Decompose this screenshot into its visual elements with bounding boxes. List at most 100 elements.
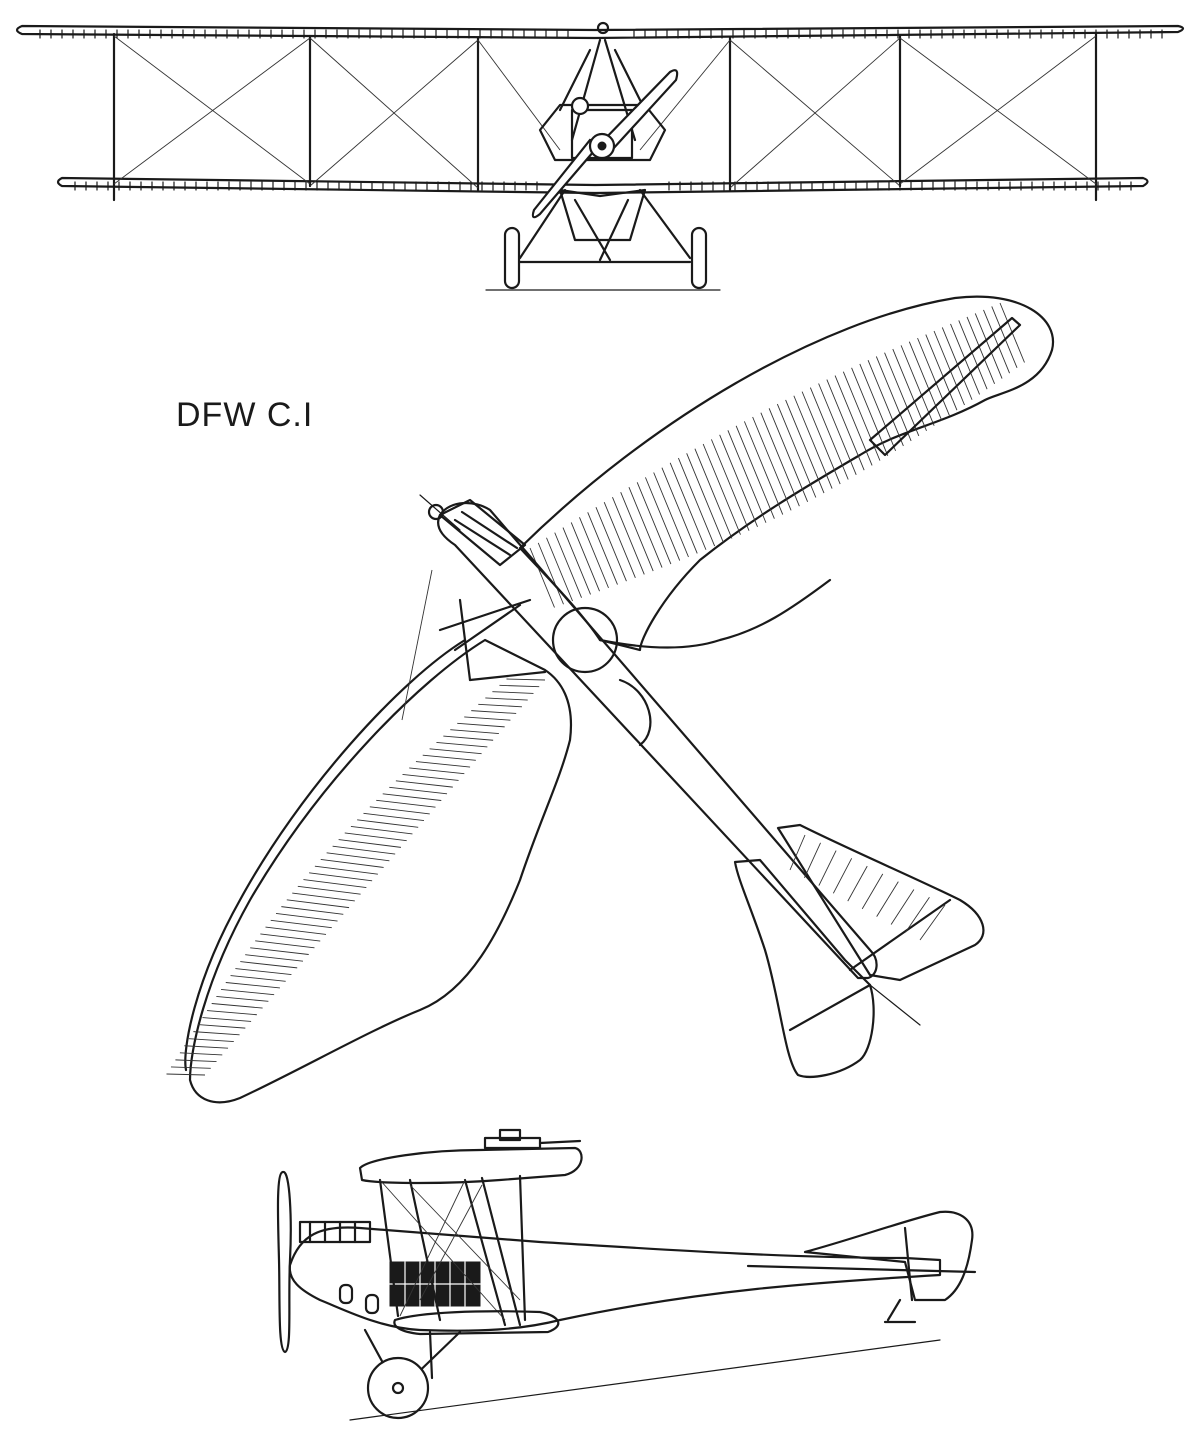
side-bracing-wires <box>379 1179 521 1321</box>
wing-rib <box>727 430 767 523</box>
wing-rib <box>793 395 833 489</box>
front-lower-wing <box>56 176 1149 195</box>
wing-rib <box>529 547 555 608</box>
front-struts <box>112 32 1098 202</box>
wing-rib <box>320 859 384 868</box>
wing-rib <box>436 741 488 748</box>
wing-rib <box>735 425 775 519</box>
front-propeller <box>531 69 679 219</box>
front-exhaust <box>570 96 590 116</box>
plan-rudder <box>869 984 921 1026</box>
side-wheel-hub <box>391 1381 405 1395</box>
plan-elevator-hinge <box>848 898 952 972</box>
wing-rib <box>350 825 413 835</box>
tail-rib <box>804 842 821 878</box>
wing-rib <box>686 453 724 543</box>
side-machine-gun <box>483 1128 582 1150</box>
wing-rib <box>270 919 332 929</box>
wing-rib <box>991 306 1018 369</box>
wing-rib <box>917 337 950 416</box>
tail-rib <box>876 881 899 917</box>
side-wheel <box>366 1356 430 1420</box>
wing-rib <box>768 408 809 503</box>
wing-rib <box>628 487 663 568</box>
front-gravity-tank <box>596 21 610 35</box>
tail-rib <box>847 865 868 902</box>
side-port-1 <box>338 1283 354 1305</box>
side-view <box>276 1128 977 1421</box>
wing-rib <box>678 457 716 547</box>
wing-rib <box>669 462 707 550</box>
wing-rib <box>245 954 304 962</box>
wing-rib <box>645 477 681 561</box>
wing-rib <box>193 1031 240 1036</box>
wing-rib <box>457 722 505 728</box>
wing-rib <box>966 316 995 385</box>
wing-rib <box>974 313 1003 379</box>
wing-rib <box>537 542 564 605</box>
wing-rib <box>265 926 327 935</box>
wing-rib <box>620 492 654 572</box>
wing-rib <box>184 1045 229 1049</box>
plan-propeller-hub <box>427 503 445 521</box>
plan-upper-left-wing <box>188 638 573 1104</box>
wing-rib <box>485 697 528 701</box>
wing-rib <box>562 527 591 595</box>
wing-rib <box>216 996 269 1002</box>
wing-rib <box>818 383 857 476</box>
plan-engine <box>438 498 527 567</box>
front-right-wheel <box>690 226 708 290</box>
front-bracing-wires <box>113 35 1097 189</box>
side-port-2 <box>364 1293 380 1315</box>
wing-rib <box>220 989 275 996</box>
plan-fuselage <box>437 502 878 980</box>
wing-rib <box>925 334 958 411</box>
wing-rib <box>653 472 689 558</box>
plan-left-wing-ribs <box>166 678 546 1076</box>
wing-rib <box>389 786 448 795</box>
front-upper-wing <box>15 24 1185 40</box>
wing-rib <box>382 793 442 801</box>
wing-rib <box>809 387 849 480</box>
plan-lower-left-wing <box>184 638 467 1072</box>
wing-rib <box>292 892 355 902</box>
wing-rib <box>851 367 889 456</box>
wing-rib <box>743 421 784 515</box>
front-upper-rib-ticks <box>39 29 1163 39</box>
plan-right-aileron <box>868 316 1022 457</box>
wing-rib <box>286 899 350 909</box>
diagram-title: DFW C.I <box>176 396 314 434</box>
wing-rib <box>499 684 540 688</box>
wing-rib <box>211 1003 263 1009</box>
wing-rib <box>255 940 315 949</box>
wing-rib <box>710 439 750 531</box>
plan-cabane-struts <box>438 598 547 682</box>
front-left-wheel <box>503 226 521 290</box>
wing-rib <box>230 975 286 982</box>
wing-rib <box>702 443 741 535</box>
wing-rib <box>776 403 817 498</box>
wing-rib <box>409 767 465 775</box>
tail-rib <box>818 850 837 886</box>
plan-tailplane-left <box>733 858 875 1078</box>
wing-rib <box>422 754 476 761</box>
wing-rib <box>170 1066 211 1069</box>
wing-rib <box>332 845 396 855</box>
wing-rib <box>464 716 511 721</box>
wing-rib <box>694 448 733 539</box>
wing-rib <box>636 482 672 565</box>
wing-rib <box>603 502 636 579</box>
side-upper-wing <box>358 1146 583 1185</box>
plan-tail-ribs <box>789 834 946 941</box>
wing-rib <box>402 773 459 781</box>
wing-rib <box>188 1038 234 1042</box>
wing-rib <box>661 467 698 554</box>
wing-rib <box>281 906 344 915</box>
wing-rib <box>506 678 546 681</box>
front-landing-gear <box>518 188 692 264</box>
wing-rib <box>892 348 927 432</box>
side-fuselage <box>288 1226 942 1332</box>
wing-rib <box>612 496 645 575</box>
side-tail-structure <box>746 1226 977 1322</box>
wing-rib <box>175 1059 217 1063</box>
